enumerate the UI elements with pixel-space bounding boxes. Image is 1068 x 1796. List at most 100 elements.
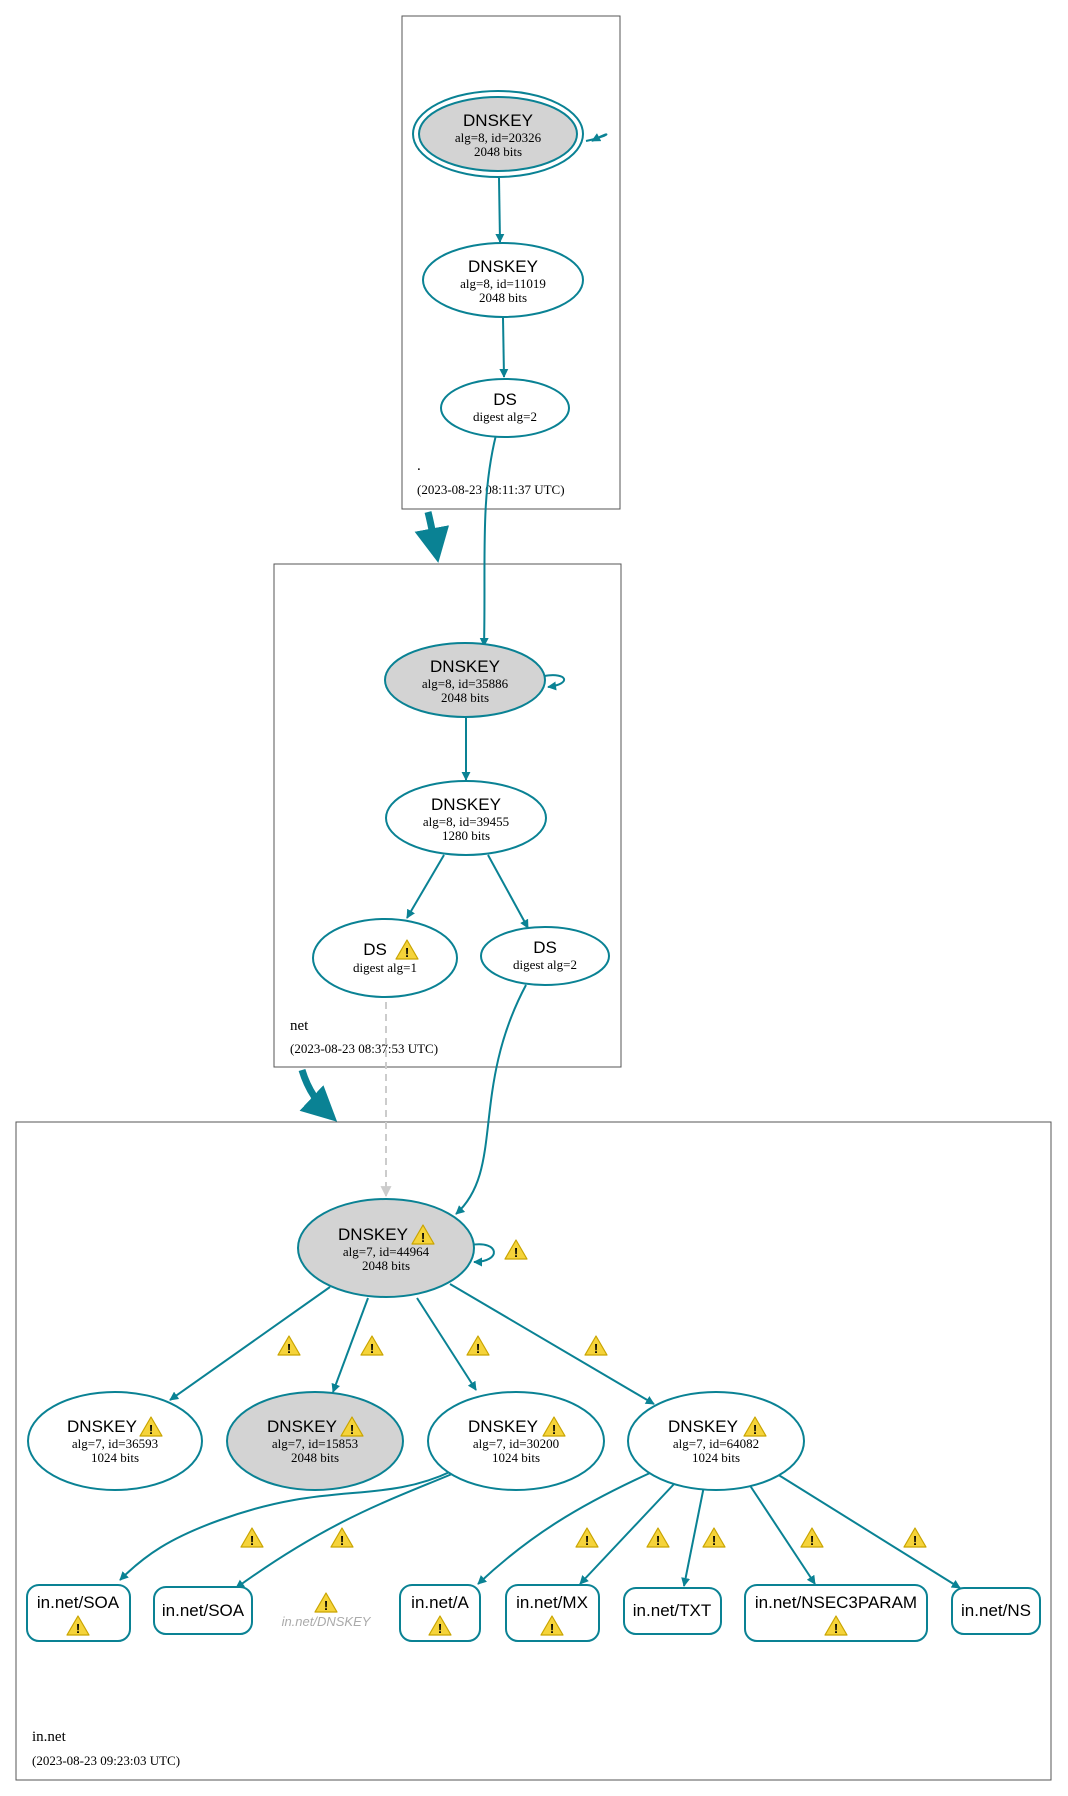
node-in-ksk-shape [297,1198,475,1298]
rrset-ns-box [951,1587,1041,1635]
rrset-txt-box [623,1587,722,1635]
node-root-ksk-title: DNSKEY [463,111,533,130]
edge-k4-mx [579,1482,676,1585]
edge-k4-nsec3param [748,1483,816,1585]
edge-k4-ns [776,1473,961,1589]
node-in-k3-line1: alg=7, id=30200 [473,1436,559,1451]
warning-icon [360,1335,384,1357]
node-in-ksk-line2: 2048 bits [362,1258,410,1273]
zone-net-timestamp: (2023-08-23 08:37:53 UTC) [290,1041,438,1056]
edge-in-ksk-k2 [331,1297,369,1393]
warning-icon [330,1527,354,1549]
delegation-arrow-net-in-net [298,1068,338,1122]
node-in-k1: DNSKEY alg=7, id=36593 1024 bits [27,1391,203,1491]
node-net-ksk-line1: alg=8, id=35886 [422,676,509,691]
edge-k4-a [477,1472,651,1585]
node-root-ksk-line2: 2048 bits [474,144,522,159]
node-in-k2: DNSKEY alg=7, id=15853 2048 bits [226,1391,404,1491]
node-net-zsk-shape [385,780,547,856]
node-root-zsk-title: DNSKEY [468,257,538,276]
edge-k4-txt [681,1485,705,1587]
edge-net-ds2-in-ksk [455,984,527,1215]
node-in-k1-line2: 1024 bits [91,1450,139,1465]
node-in-k3-shape [427,1391,605,1491]
rrset-soa-1-label: in.net/SOA [37,1593,120,1612]
node-net-zsk-line1: alg=8, id=39455 [423,814,509,829]
node-net-zsk-title: DNSKEY [431,795,501,814]
node-root-ksk: DNSKEY alg=8, id=20326 2048 bits [412,90,584,178]
edge-k3-soa1 [119,1470,453,1581]
warning-icon [314,1592,338,1614]
node-in-k3-line2: 1024 bits [492,1450,540,1465]
warning-icon [277,1335,301,1357]
node-root-zsk: DNSKEY alg=8, id=11019 2048 bits [422,242,584,318]
node-in-k2-line1: alg=7, id=15853 [272,1436,358,1451]
node-root-ksk-outer-ring [412,90,584,178]
rrset-ns-label: in.net/NS [961,1601,1031,1620]
rrset-dnskey-missing: in.net/DNSKEY [282,1592,372,1629]
node-in-k4-line2: 1024 bits [692,1450,740,1465]
zone-net-name: net [290,1018,309,1034]
warning-icon [240,1527,264,1549]
rrset-a-box [399,1584,481,1642]
node-in-ksk-line1: alg=7, id=44964 [343,1244,430,1259]
edge-net-zsk-ds2 [487,854,529,929]
node-root-ksk-shape [418,96,578,172]
node-in-k3-title: DNSKEY [468,1417,538,1436]
rrset-mx-box [505,1584,600,1642]
self-sign-in-ksk [470,1243,495,1267]
node-root-ksk-line1: alg=8, id=20326 [455,130,542,145]
rrset-dnskey-missing-label: in.net/DNSKEY [282,1614,372,1629]
node-in-k4-title: DNSKEY [668,1417,738,1436]
rrset-soa-1: in.net/SOA [26,1584,131,1642]
node-in-k4-shape [627,1391,805,1491]
zone-net-box [273,563,622,1068]
node-in-k4: DNSKEY alg=7, id=64082 1024 bits [627,1391,805,1491]
node-in-k3: DNSKEY alg=7, id=30200 1024 bits [427,1391,605,1491]
node-root-zsk-line2: 2048 bits [479,290,527,305]
edge-in-ksk-k3 [416,1297,477,1391]
zone-root-timestamp: (2023-08-23 08:11:37 UTC) [417,482,565,497]
zone-root-box [401,15,621,510]
rrset-a: in.net/A [399,1584,481,1642]
warning-icon [466,1335,490,1357]
rrset-nsec3param-box [744,1584,928,1642]
rrset-mx-label: in.net/MX [516,1593,588,1612]
node-in-ksk-title: DNSKEY [338,1225,408,1244]
zone-root-name: . [417,458,421,474]
edge-in-ksk-k1 [169,1286,331,1401]
node-root-ds-line1: digest alg=2 [473,409,537,424]
warning-icon [903,1527,927,1549]
node-root-ds-shape [440,378,570,438]
edge-net-zsk-ds1 [406,854,445,919]
node-net-ksk-shape [384,642,546,718]
self-sign-net-ksk [543,674,565,691]
warning-icon [702,1527,726,1549]
zone-in-net-timestamp: (2023-08-23 09:23:03 UTC) [32,1753,180,1768]
node-root-zsk-shape [422,242,584,318]
warning-icon [800,1527,824,1549]
node-net-ds1-title: DS [363,940,387,959]
edge-in-ksk-k4 [449,1283,655,1405]
node-root-ds-title: DS [493,390,517,409]
warning-icon [575,1527,599,1549]
node-net-zsk-line2: 1280 bits [442,828,490,843]
rrset-ns: in.net/NS [951,1587,1041,1635]
warning-icon [504,1239,528,1261]
warning-icon [584,1335,608,1357]
zone-in-net-box [15,1121,1052,1781]
node-in-k1-shape [27,1391,203,1491]
node-net-ds1-line1: digest alg=1 [353,960,417,975]
node-net-ksk-title: DNSKEY [430,657,500,676]
rrset-soa-2-box [153,1586,253,1635]
node-in-k1-title: DNSKEY [67,1417,137,1436]
edge-root-zsk-ds [499,317,509,378]
zone-in-net-name: in.net [32,1729,67,1745]
node-net-ksk: DNSKEY alg=8, id=35886 2048 bits [384,642,546,718]
node-net-ds2-shape [480,926,610,986]
rrset-a-label: in.net/A [411,1593,469,1612]
node-root-ds: DS digest alg=2 [440,378,570,438]
rrset-txt: in.net/TXT [623,1587,722,1635]
node-net-zsk: DNSKEY alg=8, id=39455 1280 bits [385,780,547,856]
